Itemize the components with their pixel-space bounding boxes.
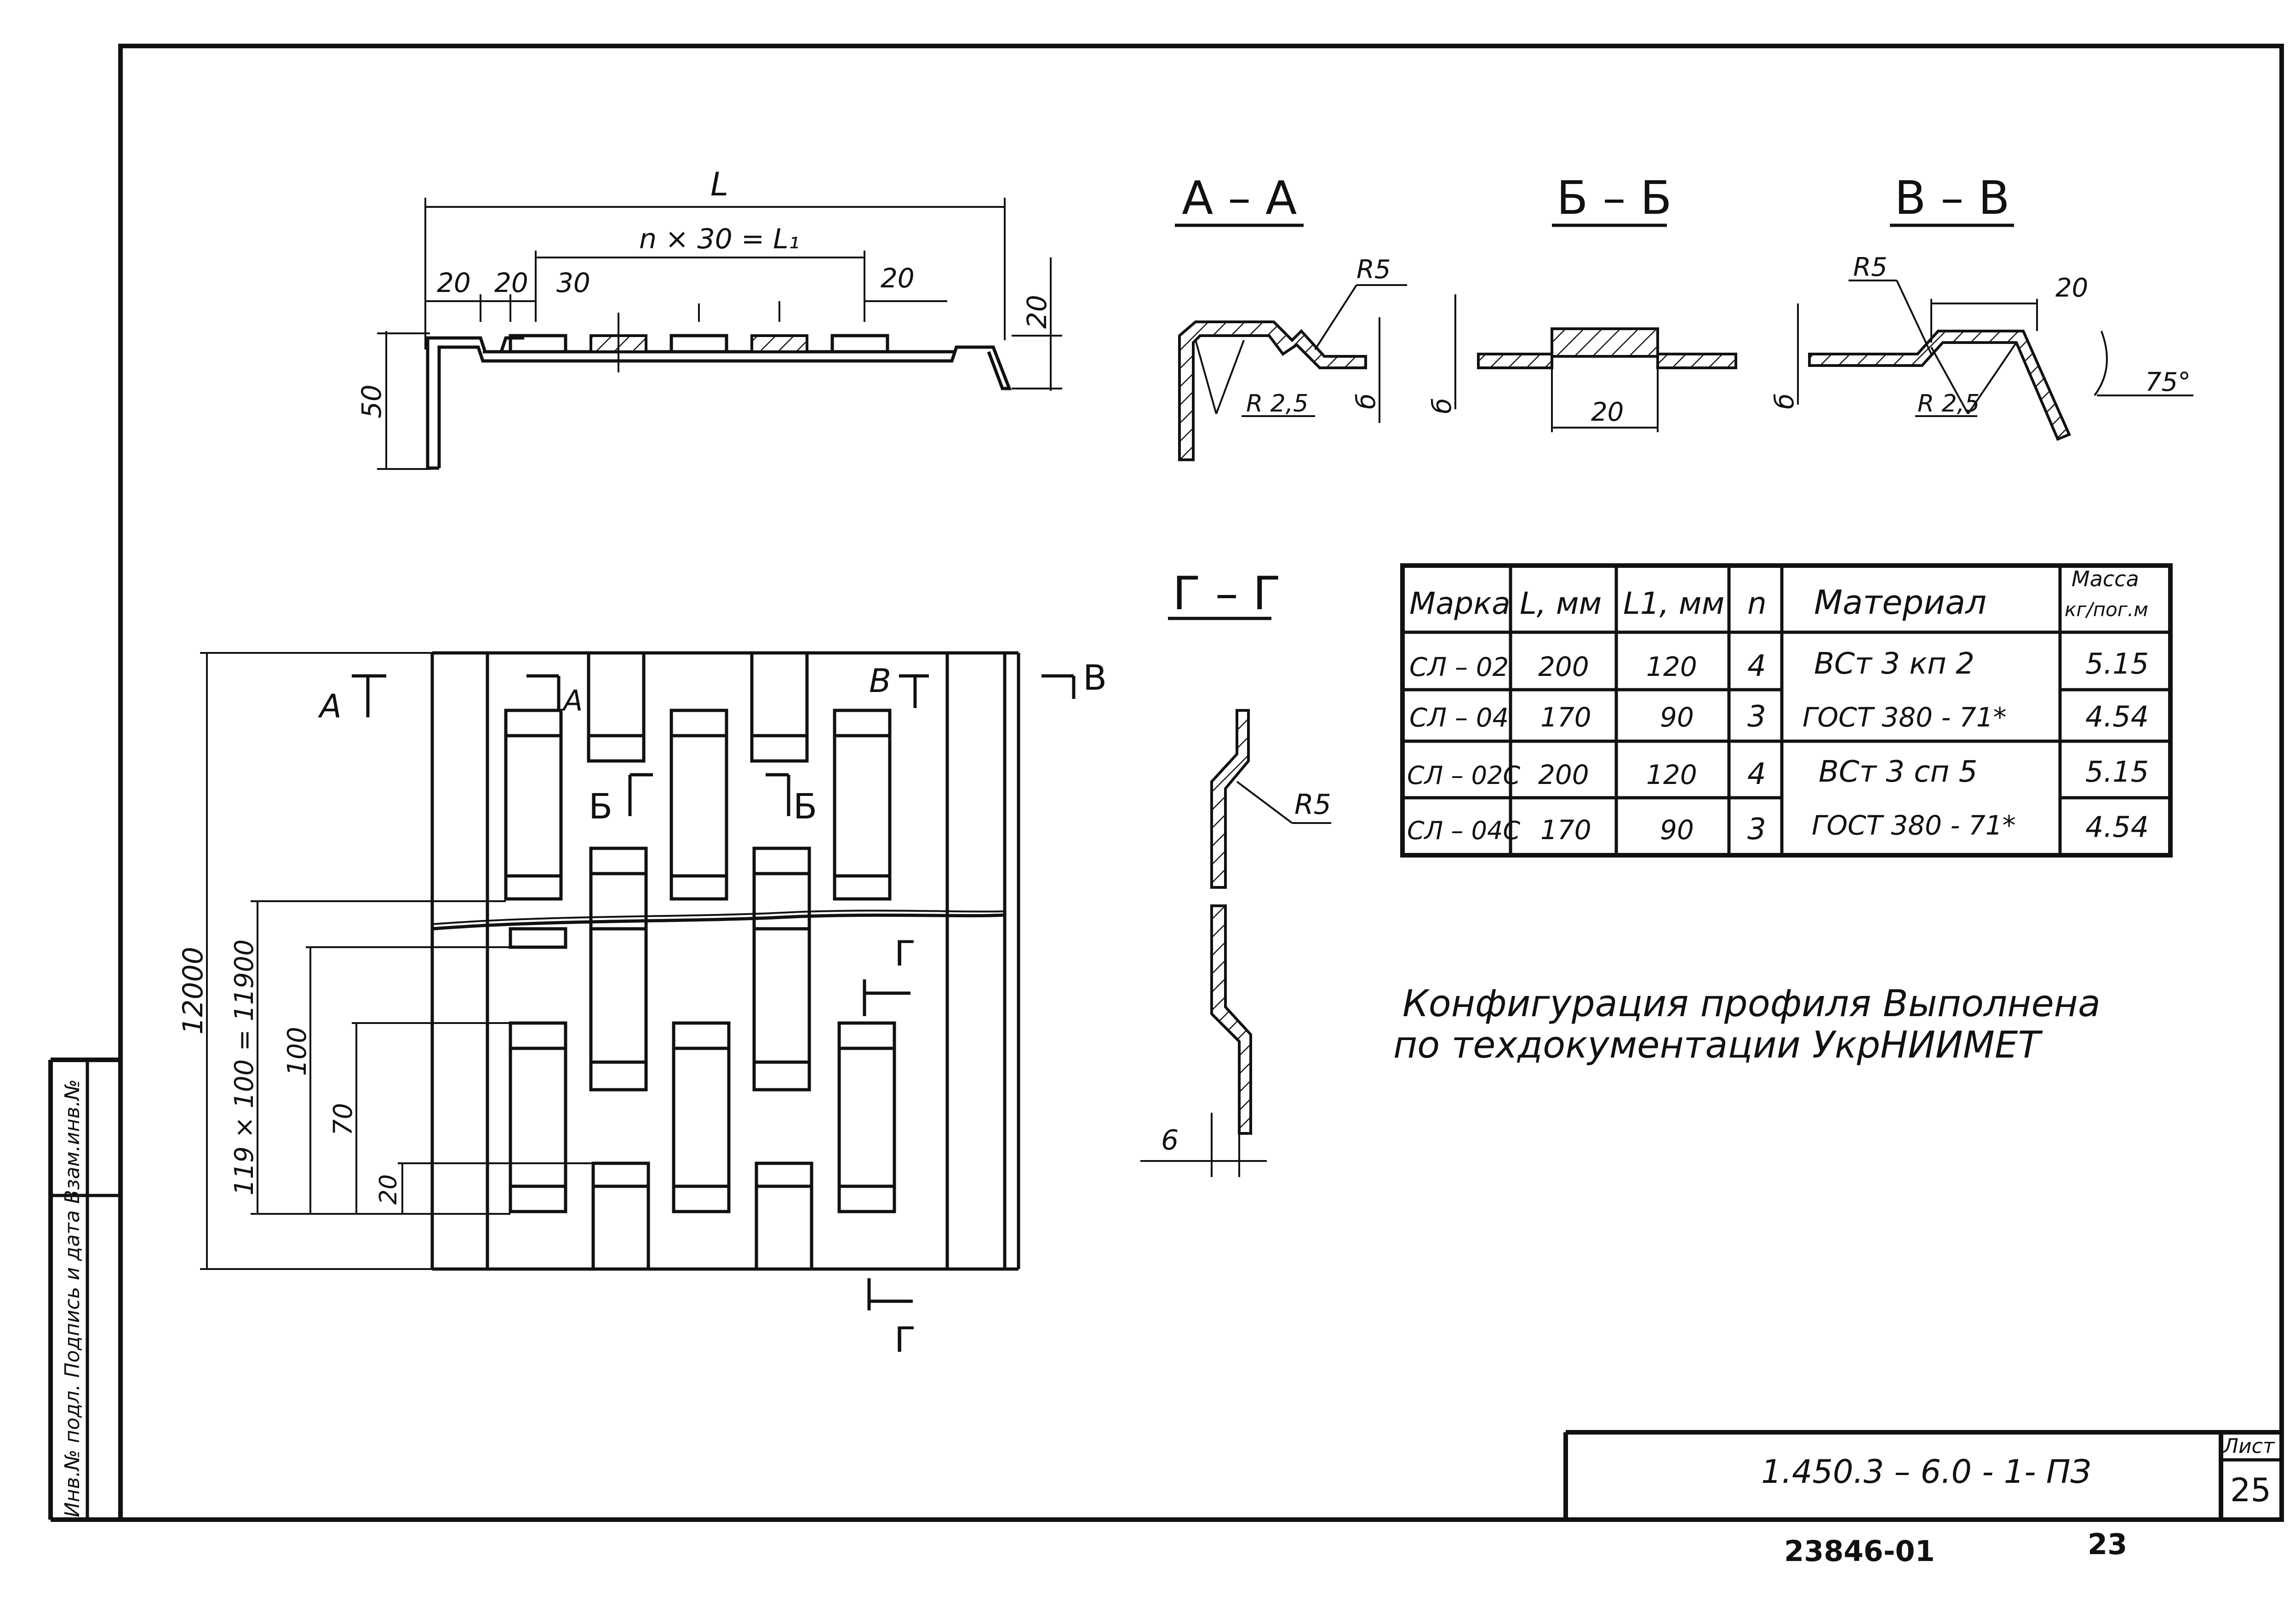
section-gg-r5: R5: [1294, 789, 1331, 821]
cut-mark-a-left: А: [318, 687, 342, 725]
section-aa-r25: R 2,5: [1246, 390, 1308, 417]
table-material-1a: ВСт 3 кп 2: [1814, 647, 1975, 681]
section-bb-title: Б – Б: [1557, 171, 1672, 225]
footer-page: 23: [2088, 1527, 2127, 1561]
section-aa-title: А – А: [1182, 171, 1297, 225]
table-header-marka: Марка: [1409, 586, 1511, 621]
cut-mark-e-right: Б: [793, 786, 817, 827]
dim-30: 30: [556, 267, 590, 298]
table-row-2-mass: 4.54: [2085, 700, 2149, 733]
table-header-n: n: [1747, 586, 1767, 621]
table-row-2-L1: 90: [1660, 702, 1694, 733]
section-vv-r25: R 2,5: [1917, 390, 1980, 417]
dim-20a: 20: [437, 267, 471, 298]
section-aa-r5: R5: [1356, 255, 1391, 285]
section-vv: В – В R5 R 2,5 20 75° б: [1770, 171, 2193, 441]
side-strip: Инв.№ подл. Подпись и дата Взам.инв.№: [48, 1058, 120, 1522]
dim-20-low: 20: [375, 1174, 402, 1205]
stamp-sheet-no: 25: [2230, 1471, 2271, 1509]
table-header-material: Материал: [1814, 583, 1986, 622]
top-profile-view: L n × 30 = L₁ 20 20 30 20 20 50: [356, 166, 1062, 470]
note-line-2: по техдокументации УкрНИИМЕТ: [1393, 1024, 2043, 1066]
dim-50: 50: [356, 384, 387, 418]
table-row-4-L: 170: [1540, 814, 1591, 846]
dim-L: L: [710, 166, 728, 203]
side-strip-label: Инв.№ подл. Подпись и дата Взам.инв.№: [61, 1079, 84, 1517]
plan-view: 12000 119 × 100 = 11900 100 70 20 А А В …: [177, 651, 1107, 1360]
table-row-3-n: 4: [1747, 757, 1766, 791]
cut-mark-b: В: [869, 662, 891, 700]
dim-70: 70: [328, 1103, 358, 1136]
table-row-1-marka: СЛ – 02: [1409, 652, 1509, 682]
table-header-mass-unit: кг/пог.м: [2065, 598, 2148, 621]
table-row-1-mass: 5.15: [2085, 647, 2149, 680]
dim-20-side: 20: [1021, 295, 1053, 329]
section-gg-title: Г – Г: [1173, 566, 1281, 620]
table-header-mass: Масса: [2072, 566, 2139, 591]
table-row-1-L: 200: [1538, 651, 1589, 682]
section-gg: Г – Г R5 6: [1140, 566, 1331, 1177]
cut-mark-a-mid: А: [561, 684, 583, 717]
table-row-3-L1: 120: [1646, 759, 1697, 790]
table-header-L1: L1, мм: [1623, 586, 1724, 621]
section-vv-d20: 20: [2055, 273, 2088, 303]
title-stamp: 1.450.3 – 6.0 - 1- ПЗ Лист 25: [1563, 1430, 2282, 1520]
stamp-doc-code: 1.450.3 – 6.0 - 1- ПЗ: [1761, 1453, 2091, 1491]
dim-20c: 20: [881, 263, 915, 294]
section-bb-d6: б: [1427, 398, 1457, 414]
table-row-4-mass: 4.54: [2085, 810, 2149, 844]
table-row-4-marka: СЛ – 04С: [1407, 816, 1520, 845]
section-bb: Б – Б 20 б: [1427, 171, 1737, 432]
table-row-1-L1: 120: [1646, 651, 1697, 682]
footer-inventory: 23846-01: [1784, 1534, 1935, 1568]
table-row-2-n: 3: [1747, 700, 1766, 734]
section-gg-d6: 6: [1161, 1124, 1179, 1156]
table-material-2a: ВСт 3 сп 5: [1819, 755, 1977, 789]
section-vv-d6: б: [1770, 393, 1800, 409]
configuration-note: Конфигурация профиля Выполнена по техдок…: [1393, 982, 2100, 1066]
table-row-3-marka: СЛ – 02С: [1407, 761, 1520, 790]
table-row-2-L: 170: [1540, 702, 1591, 733]
footer: 23846-01 23: [1784, 1527, 2127, 1568]
sheet-frame: [118, 44, 2284, 1522]
section-vv-title: В – В: [1894, 171, 2010, 225]
table-row-4-n: 3: [1747, 812, 1766, 846]
section-vv-angle: 75°: [2145, 367, 2191, 397]
cut-mark-g-top: Г: [894, 933, 916, 974]
section-aa: А – А R 2,5 R5 б: [1175, 171, 1407, 461]
table-row-3-L: 200: [1538, 759, 1589, 790]
note-line-1: Конфигурация профиля Выполнена: [1402, 982, 2100, 1025]
dim-12000: 12000: [177, 947, 209, 1035]
table-row-1-n: 4: [1747, 649, 1766, 683]
section-aa-d6: б: [1351, 393, 1381, 409]
table-header-L: L, мм: [1520, 586, 1602, 621]
cut-mark-v-right: В: [1083, 657, 1107, 698]
section-vv-r5: R5: [1853, 252, 1888, 282]
table-material-1b: ГОСТ 380 - 71*: [1803, 702, 2007, 733]
dim-100: 100: [282, 1027, 312, 1076]
dim-20b: 20: [494, 267, 528, 298]
stamp-sheet-label: Лист: [2222, 1435, 2275, 1458]
table-row-2-marka: СЛ – 04: [1409, 703, 1509, 733]
dim-n30: n × 30 = L₁: [639, 223, 800, 255]
table-row-3-mass: 5.15: [2085, 755, 2149, 789]
table-material-2b: ГОСТ 380 - 71*: [1812, 810, 2016, 841]
cut-mark-e-left: Б: [589, 786, 612, 827]
spec-table: Марка L, мм L1, мм n Материал Масса кг/п…: [1400, 563, 2173, 858]
table-row-4-L1: 90: [1660, 814, 1694, 846]
section-bb-d20: 20: [1591, 397, 1624, 427]
cut-mark-g-bottom: Г: [894, 1319, 916, 1360]
dim-11900: 119 × 100 = 11900: [229, 939, 259, 1195]
